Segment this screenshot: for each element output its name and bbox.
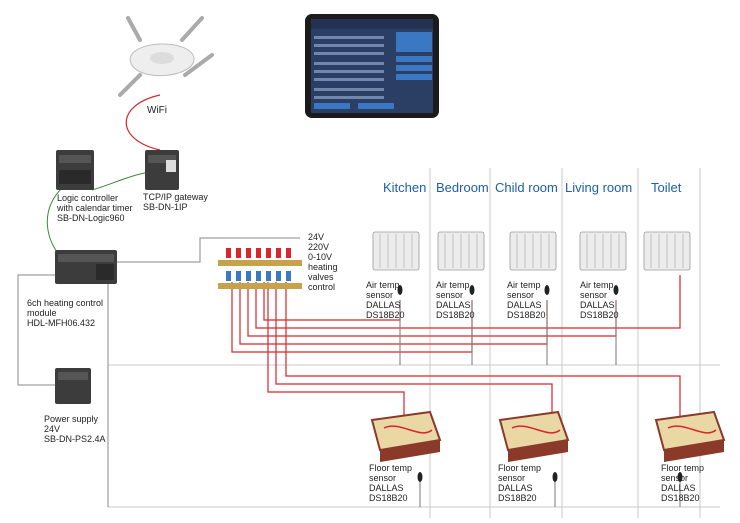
wifi-label: WiFi bbox=[147, 105, 167, 116]
floor-sensor-label-3: Floor temp sensor DALLAS DS18B20 bbox=[661, 463, 705, 503]
valve-manifold-icon bbox=[218, 248, 302, 289]
room-dividers bbox=[108, 168, 720, 518]
radiator-icon bbox=[372, 231, 691, 271]
access-point-icon bbox=[118, 16, 214, 97]
tablet-app-icon bbox=[305, 14, 439, 118]
floor-sensor-label-2: Floor temp sensor DALLAS DS18B20 bbox=[498, 463, 542, 503]
room-toilet: Toilet bbox=[651, 180, 682, 195]
valves-control-label: 24V 220V 0-10V heating valves control bbox=[308, 232, 338, 292]
room-child-room: Child room bbox=[495, 180, 558, 195]
air-sensor-label-kitchen: Air temp sensor DALLAS DS18B20 bbox=[366, 280, 405, 320]
power-supply-device bbox=[55, 368, 91, 404]
radiator-fins bbox=[379, 234, 684, 268]
power-supply-label: Power supply 24V SB-DN-PS2.4A bbox=[44, 414, 106, 444]
logic-controller-label: Logic controller with calendar timer SB-… bbox=[57, 193, 133, 223]
room-kitchen: Kitchen bbox=[383, 180, 427, 195]
air-sensor-label-bedroom: Air temp sensor DALLAS DS18B20 bbox=[436, 280, 475, 320]
floor-heating-icon bbox=[370, 410, 726, 462]
air-sensor-label-living-room: Air temp sensor DALLAS DS18B20 bbox=[580, 280, 619, 320]
logic-controller-device bbox=[56, 150, 94, 190]
temperature-probe-icon bbox=[397, 285, 683, 482]
gateway-label: TCP/IP gateway SB-DN-1IP bbox=[143, 192, 208, 212]
heating-module-device bbox=[55, 250, 117, 284]
room-bedroom: Bedroom bbox=[436, 180, 489, 195]
floor-sensor-label-1: Floor temp sensor DALLAS DS18B20 bbox=[369, 463, 413, 503]
sensor-leads bbox=[399, 300, 681, 507]
heating-module-label: 6ch heating control module HDL-MFH06.432 bbox=[27, 298, 104, 328]
gray-wires bbox=[17, 237, 300, 507]
tcpip-gateway-device bbox=[145, 150, 179, 190]
room-living-room: Living room bbox=[565, 180, 633, 195]
air-sensor-label-child-room: Air temp sensor DALLAS DS18B20 bbox=[507, 280, 546, 320]
